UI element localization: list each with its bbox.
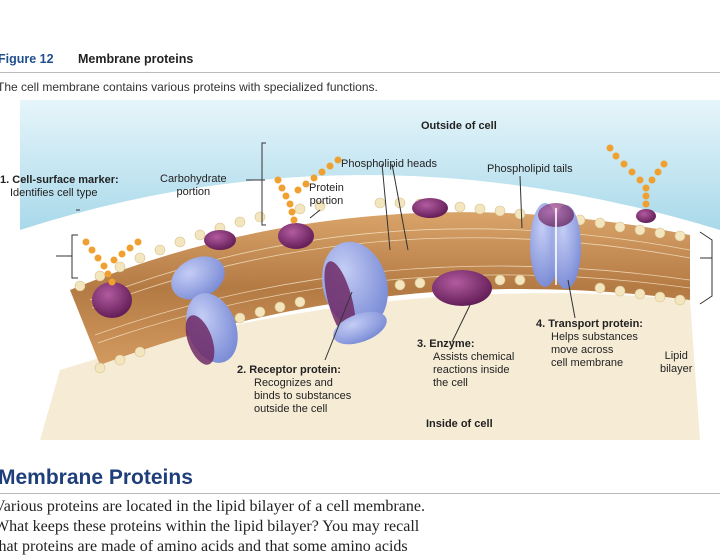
transport-line-2: move across — [536, 344, 643, 357]
transport-label: 4. Transport protein: Helps substances m… — [536, 318, 643, 370]
body-line-1: Various proteins are located in the lipi… — [0, 497, 720, 517]
section-rule — [0, 493, 720, 494]
peripheral-protein — [204, 230, 236, 250]
section-title: Membrane Proteins — [0, 466, 193, 490]
transport-protein — [530, 203, 581, 289]
receptor-title: Receptor protein: — [249, 364, 341, 376]
enzyme-title: Enzyme: — [429, 338, 474, 350]
protein-portion-line-1: Protein — [309, 182, 344, 195]
receptor-label: 2. Receptor protein: Recognizes and bind… — [237, 364, 351, 416]
carbohydrate-line-2: portion — [160, 186, 227, 199]
membrane-diagram: Outside of cell Inside of cell 1. Cell-s… — [0, 100, 720, 440]
lipid-bilayer-label: Lipid bilayer — [660, 350, 692, 376]
figure-caption: The cell membrane contains various prote… — [0, 80, 378, 94]
transport-line-3: cell membrane — [536, 357, 643, 370]
transport-title: Transport protein: — [548, 318, 643, 330]
protein-portion-line-2: portion — [309, 195, 344, 208]
carbohydrate-label: Carbohydrate portion — [160, 173, 227, 199]
carbohydrate-line-1: Carbohydrate — [160, 173, 227, 186]
transport-line-1: Helps substances — [536, 331, 643, 344]
enzyme-protein — [432, 270, 492, 306]
enzyme-number: 3. — [417, 338, 426, 350]
receptor-number: 2. — [237, 364, 246, 376]
enzyme-line-3: the cell — [417, 377, 514, 390]
receptor-line-2: binds to substances — [237, 390, 351, 403]
protein-portion-label: Protein portion — [309, 182, 344, 208]
membrane-illustration — [0, 100, 720, 440]
phospholipid-heads-label: Phospholipid heads — [341, 158, 437, 171]
cell-surface-marker-label: 1. Cell-surface marker: Identifies cell … — [0, 174, 119, 200]
body-line-2: What keeps these proteins within the lip… — [0, 517, 720, 537]
marker-title: Cell-surface marker: — [12, 174, 118, 186]
figure-title: Membrane proteins — [78, 52, 193, 66]
receptor-line-1: Recognizes and — [237, 377, 351, 390]
enzyme-line-1: Assists chemical — [417, 351, 514, 364]
figure-header: Figure 12 Membrane proteins — [0, 46, 720, 72]
lipid-bilayer-line-2: bilayer — [660, 363, 692, 376]
marker-number: 1. — [0, 174, 9, 186]
lipid-bilayer-line-1: Lipid — [660, 350, 692, 363]
outside-of-cell-label: Outside of cell — [421, 120, 497, 133]
enzyme-line-2: reactions inside — [417, 364, 514, 377]
figure-rule — [0, 72, 720, 73]
receptor-line-3: outside the cell — [237, 403, 351, 416]
phospholipid-tails-label: Phospholipid tails — [487, 163, 573, 176]
marker-desc: Identifies cell type — [0, 187, 119, 200]
figure-number: Figure 12 — [0, 52, 54, 66]
peripheral-protein-2 — [412, 198, 448, 218]
body-text: Various proteins are located in the lipi… — [0, 497, 720, 557]
enzyme-label: 3. Enzyme: Assists chemical reactions in… — [417, 338, 514, 390]
body-line-3: that proteins are made of amino acids an… — [0, 537, 720, 557]
transport-number: 4. — [536, 318, 545, 330]
inside-of-cell-label: Inside of cell — [426, 418, 493, 431]
